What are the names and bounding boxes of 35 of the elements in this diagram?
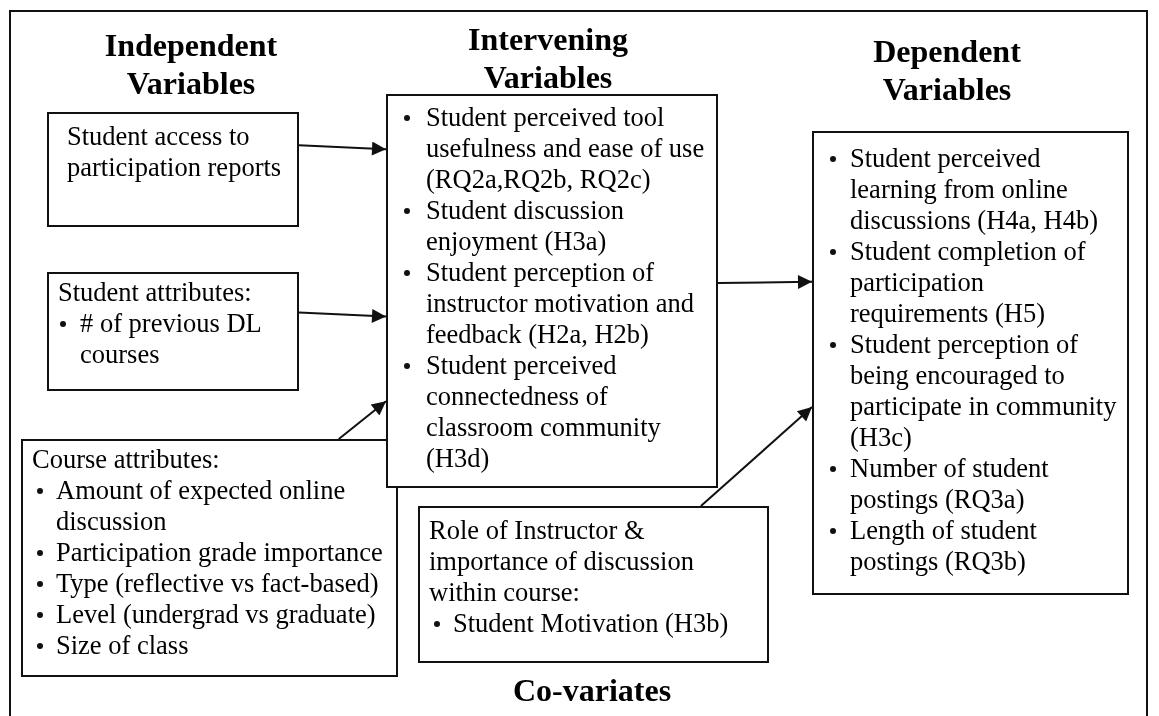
bullet-item: Student discussion enjoyment (H3a) bbox=[426, 195, 626, 257]
group-label: Co-variates bbox=[511, 671, 673, 709]
arrow bbox=[298, 308, 387, 323]
variable-box bbox=[418, 506, 769, 663]
column-heading: Independent Variables bbox=[103, 26, 279, 102]
bullet-item: Participation grade importance bbox=[56, 537, 384, 568]
box-heading: Course attributes: bbox=[32, 444, 221, 475]
bullet-item: # of previous DL courses bbox=[80, 308, 262, 370]
bullet-item: Student perception of instructor motivation and feedback (H2a, H2b) bbox=[426, 257, 695, 350]
bullet-item: Type (reflective vs fact-based) bbox=[56, 568, 380, 599]
variable-box bbox=[47, 112, 299, 227]
arrow bbox=[717, 275, 813, 289]
variable-box bbox=[812, 131, 1129, 595]
column-heading: Intervening Variables bbox=[467, 20, 629, 96]
bullet-item: Amount of expected online discussion bbox=[56, 475, 347, 537]
variable-box bbox=[21, 439, 398, 677]
bullet-item: Student perceived connectedness of classroom community (H3d) bbox=[426, 350, 662, 474]
arrow bbox=[699, 406, 813, 507]
box-heading: Student access to participation reports bbox=[67, 121, 283, 183]
box-heading: Role of Instructor & importance of discussion within course: bbox=[429, 515, 695, 608]
bullet-item: Student completion of participation requirements (H5) bbox=[850, 236, 1087, 329]
column-heading: Dependent Variables bbox=[872, 32, 1022, 108]
bullet-item: Student perception of being encouraged to participate in community (H3c) bbox=[850, 329, 1118, 453]
bullet-item: Student perceived tool usefulness and ease of use (RQ2a,RQ2b, RQ2c) bbox=[426, 102, 706, 195]
arrow bbox=[337, 400, 387, 440]
arrow bbox=[298, 141, 387, 156]
box-heading: Student attributes: bbox=[58, 277, 253, 308]
bullet-item: Length of student postings (RQ3b) bbox=[850, 515, 1038, 577]
bullet-item: Size of class bbox=[56, 630, 190, 661]
bullet-item: Student perceived learning from online discussions (H4a, H4b) bbox=[850, 143, 1100, 236]
bullet-item: Level (undergrad vs graduate) bbox=[56, 599, 377, 630]
bullet-item: Number of student postings (RQ3a) bbox=[850, 453, 1050, 515]
variable-box bbox=[386, 94, 718, 488]
variable-box bbox=[47, 272, 299, 391]
bullet-item: Student Motivation (H3b) bbox=[453, 608, 730, 639]
